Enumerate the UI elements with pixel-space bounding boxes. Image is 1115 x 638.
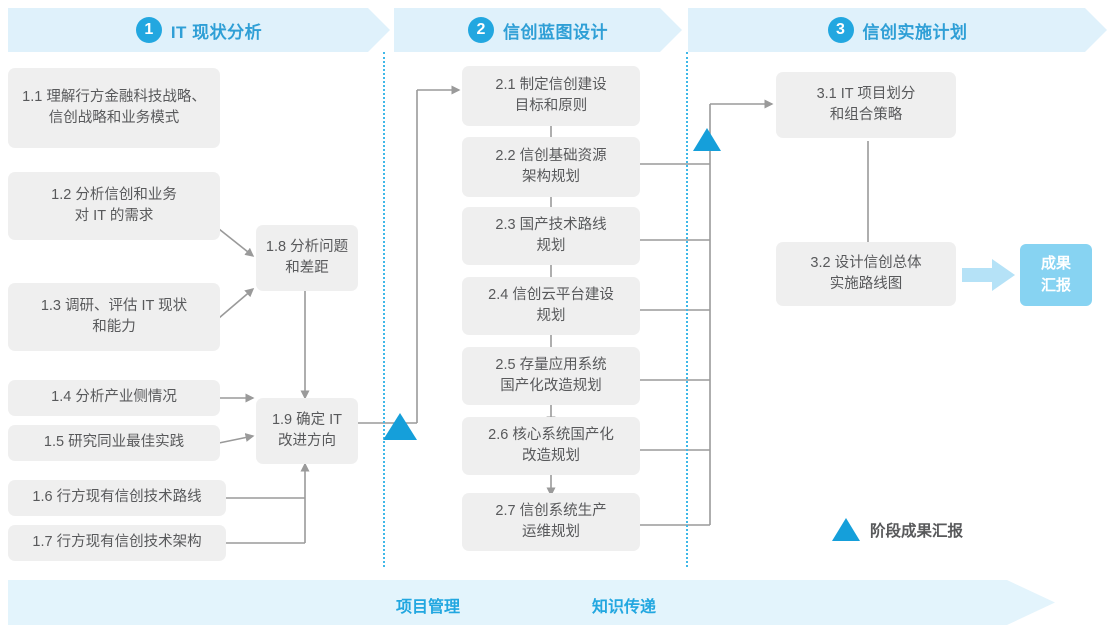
phase-number-badge: 1 (136, 17, 162, 43)
task-box-1-6[interactable]: 1.6 行方现有信创技术路线 (8, 480, 226, 516)
phase-divider-2 (686, 52, 688, 567)
task-box-3-1[interactable]: 3.1 IT 项目划分 和组合策略 (776, 72, 956, 138)
task-box-2-4[interactable]: 2.4 信创云平台建设 规划 (462, 277, 640, 335)
bottom-swimlane-band (8, 580, 1055, 625)
task-box-1-9[interactable]: 1.9 确定 IT 改进方向 (256, 398, 358, 464)
result-report-box[interactable]: 成果 汇报 (1020, 244, 1092, 306)
bottom-label-project-management: 项目管理 (396, 599, 461, 616)
task-box-2-2[interactable]: 2.2 信创基础资源 架构规划 (462, 137, 640, 197)
task-box-2-3[interactable]: 2.3 国产技术路线 规划 (462, 207, 640, 265)
bottom-label-knowledge-transfer: 知识传递 (592, 599, 657, 616)
task-box-1-4[interactable]: 1.4 分析产业侧情况 (8, 380, 220, 416)
phase-header-3[interactable]: 3 信创实施计划 (688, 8, 1107, 52)
task-box-3-2[interactable]: 3.2 设计信创总体 实施路线图 (776, 242, 956, 306)
task-box-1-2[interactable]: 1.2 分析信创和业务 对 IT 的需求 (8, 172, 220, 240)
task-box-1-8[interactable]: 1.8 分析问题 和差距 (256, 225, 358, 291)
legend: 阶段成果汇报 (832, 518, 963, 541)
phase-header-2[interactable]: 2 信创蓝图设计 (394, 8, 682, 52)
phase-number-badge: 3 (828, 17, 854, 43)
phase-header-1[interactable]: 1 IT 现状分析 (8, 8, 390, 52)
task-box-2-5[interactable]: 2.5 存量应用系统 国产化改造规划 (462, 347, 640, 405)
milestone-triangle-phase2 (693, 128, 721, 151)
result-arrow-icon (962, 259, 1015, 291)
triangle-milestone-icon (832, 518, 860, 541)
task-box-2-7[interactable]: 2.7 信创系统生产 运维规划 (462, 493, 640, 551)
task-box-2-1[interactable]: 2.1 制定信创建设 目标和原则 (462, 66, 640, 126)
phase-number-badge: 2 (468, 17, 494, 43)
task-box-1-3[interactable]: 1.3 调研、评估 IT 现状 和能力 (8, 283, 220, 351)
task-box-1-7[interactable]: 1.7 行方现有信创技术架构 (8, 525, 226, 561)
milestone-triangle-phase1 (383, 413, 417, 440)
phase-divider-1 (383, 52, 385, 567)
task-box-2-6[interactable]: 2.6 核心系统国产化 改造规划 (462, 417, 640, 475)
task-box-1-5[interactable]: 1.5 研究同业最佳实践 (8, 425, 220, 461)
task-box-1-1[interactable]: 1.1 理解行方金融科技战略、 信创战略和业务模式 (8, 68, 220, 148)
phase-title: 信创实施计划 (862, 22, 968, 42)
phase-title: IT 现状分析 (170, 22, 263, 42)
legend-label: 阶段成果汇报 (870, 522, 964, 540)
phase-title: 信创蓝图设计 (503, 22, 608, 42)
